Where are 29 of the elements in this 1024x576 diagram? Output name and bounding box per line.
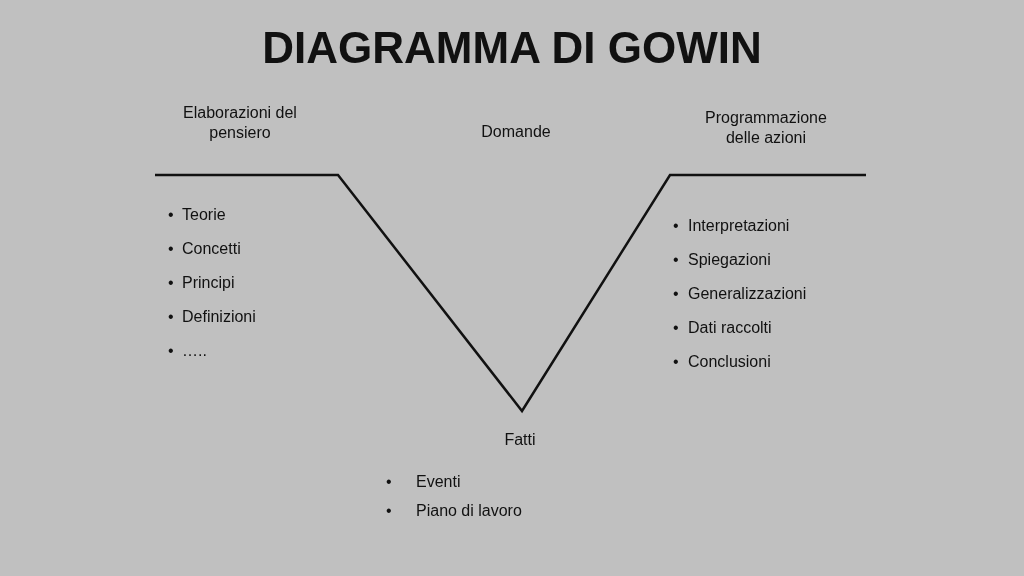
list-item: Concetti bbox=[182, 239, 241, 259]
list-item: Dati raccolti bbox=[688, 318, 772, 338]
bullet-mark: • bbox=[386, 501, 392, 521]
bullet-mark: • bbox=[168, 239, 174, 259]
list-item: ….. bbox=[182, 341, 207, 361]
title: DIAGRAMMA DI GOWIN bbox=[261, 22, 763, 74]
list-item: Piano di lavoro bbox=[416, 501, 522, 521]
bullet-mark: • bbox=[673, 318, 679, 338]
bullet-mark: • bbox=[673, 250, 679, 270]
bullet-mark: • bbox=[168, 341, 174, 361]
bullet-mark: • bbox=[168, 205, 174, 225]
bullet-mark: • bbox=[168, 273, 174, 293]
column-heading: Domande bbox=[480, 122, 552, 142]
bullet-mark: • bbox=[673, 216, 679, 236]
list-item: Eventi bbox=[416, 472, 461, 492]
bullet-mark: • bbox=[673, 284, 679, 304]
list-item: Definizioni bbox=[182, 307, 256, 327]
list-item: Spiegazioni bbox=[688, 250, 771, 270]
list-item: Conclusioni bbox=[688, 352, 771, 372]
list-item: Principi bbox=[182, 273, 235, 293]
list-item: Generalizzazioni bbox=[688, 284, 807, 304]
bullet-mark: • bbox=[168, 307, 174, 327]
column-heading: Elaborazioni del pensiero bbox=[182, 103, 298, 143]
bullet-mark: • bbox=[673, 352, 679, 372]
list-item: Interpretazioni bbox=[688, 216, 790, 236]
column-heading: Fatti bbox=[503, 430, 537, 450]
column-heading: Programmazione delle azioni bbox=[704, 108, 828, 148]
list-item: Teorie bbox=[182, 205, 226, 225]
bullet-mark: • bbox=[386, 472, 392, 492]
